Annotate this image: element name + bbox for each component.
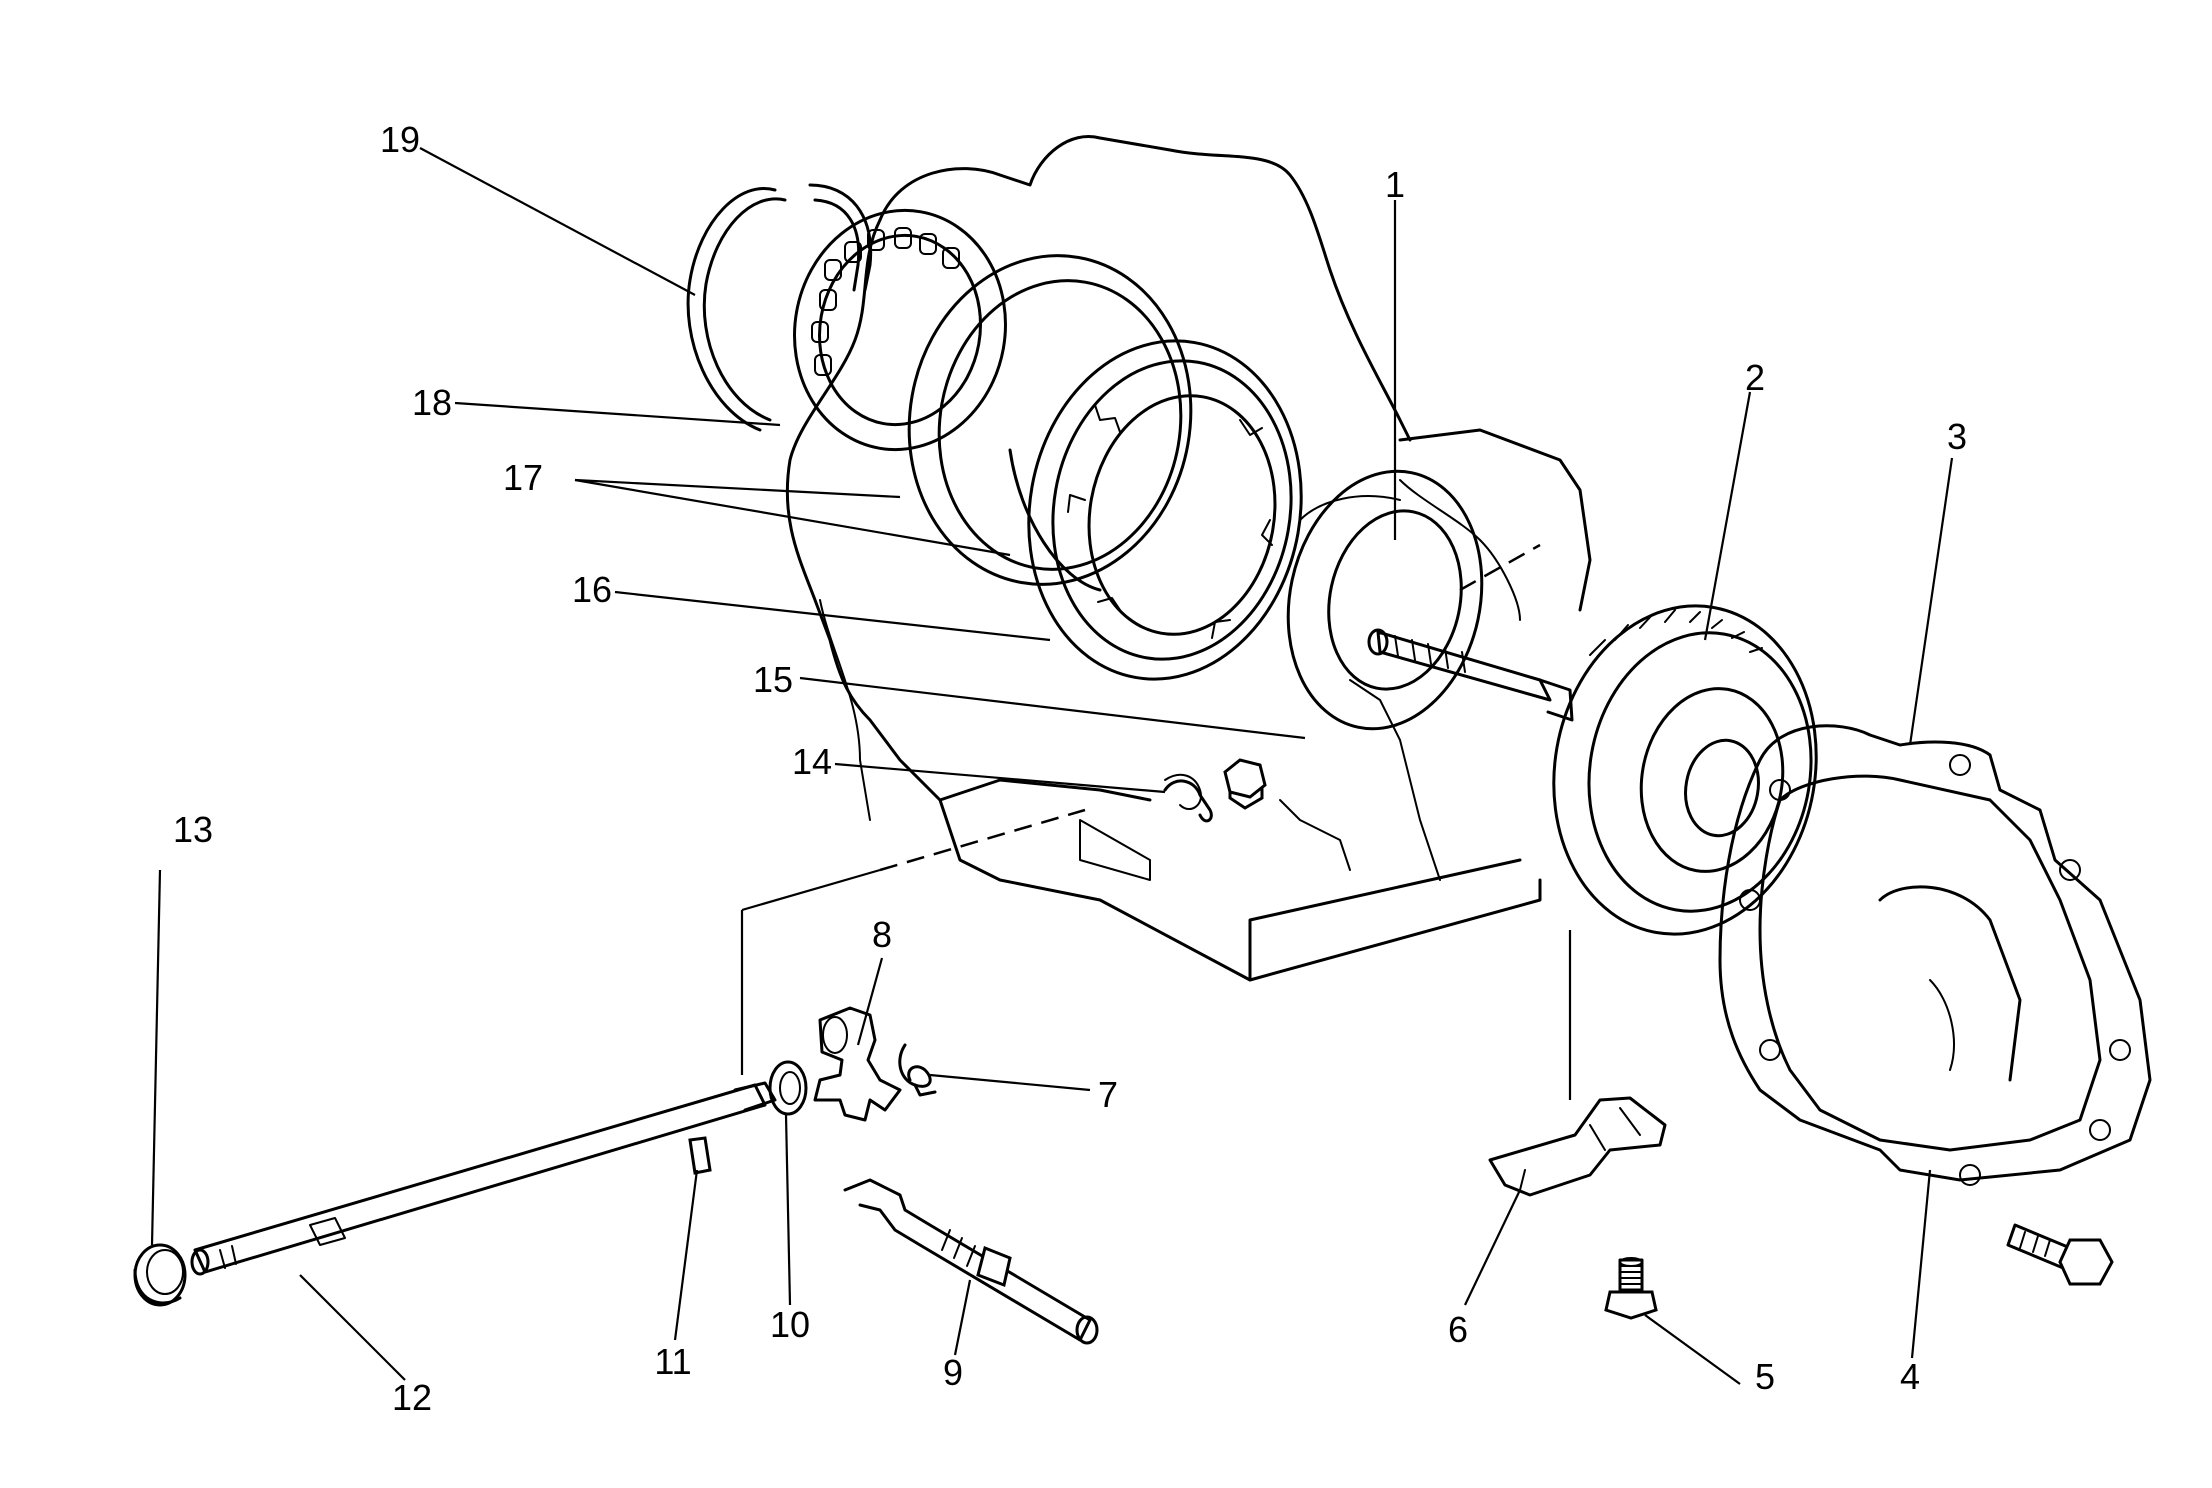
shift-shaft: [190, 1081, 777, 1276]
callout-18: 18: [411, 382, 453, 423]
callout-1: 1: [1384, 164, 1406, 205]
woodruff-key: [688, 1136, 712, 1175]
transmission-case: [785, 135, 1592, 982]
detent-lever: [813, 1006, 902, 1122]
callout-11: 11: [654, 1341, 692, 1382]
callout-14: 14: [791, 741, 833, 782]
callout-6: 6: [1447, 1309, 1469, 1350]
gasket-plate: [1286, 469, 1484, 731]
callout-7: 7: [1097, 1074, 1119, 1115]
detent-spring: [1163, 779, 1213, 823]
callout-15: 15: [752, 659, 794, 700]
callout-17: 17: [502, 457, 544, 498]
assembly-lines: [740, 543, 1572, 1100]
bearing-rollers: [811, 227, 960, 376]
callout-3: 3: [1946, 416, 1968, 457]
callout-13: 13: [172, 809, 214, 850]
leader-lines: [150, 147, 1954, 1385]
ring-gear: [1552, 604, 1818, 936]
extension-housing: [1718, 724, 2152, 1186]
actuator-rod: [843, 1178, 1099, 1345]
callout-16: 16: [571, 569, 613, 610]
callout-12: 12: [391, 1377, 433, 1418]
retaining-clip: [898, 1043, 937, 1097]
nut: [1223, 758, 1267, 799]
bolt: [1604, 1257, 1658, 1320]
callout-19: 19: [379, 119, 421, 160]
clutch-ring: [1027, 339, 1303, 681]
end-cap: [133, 1243, 187, 1307]
callout-2: 2: [1744, 357, 1766, 398]
shaft-seal: [768, 1060, 808, 1116]
callout-4: 4: [1899, 1356, 1921, 1397]
callout-8: 8: [871, 914, 893, 955]
bearing-race: [793, 208, 1007, 452]
output-shaft: [1367, 628, 1574, 722]
callout-5: 5: [1754, 1356, 1776, 1397]
housing-bolt: [2006, 1223, 2114, 1286]
bearing-assembly: [907, 254, 1193, 592]
callout-10: 10: [769, 1304, 811, 1345]
bracket: [1488, 1096, 1667, 1197]
callout-9: 9: [942, 1352, 964, 1393]
snap-ring: [686, 183, 873, 432]
